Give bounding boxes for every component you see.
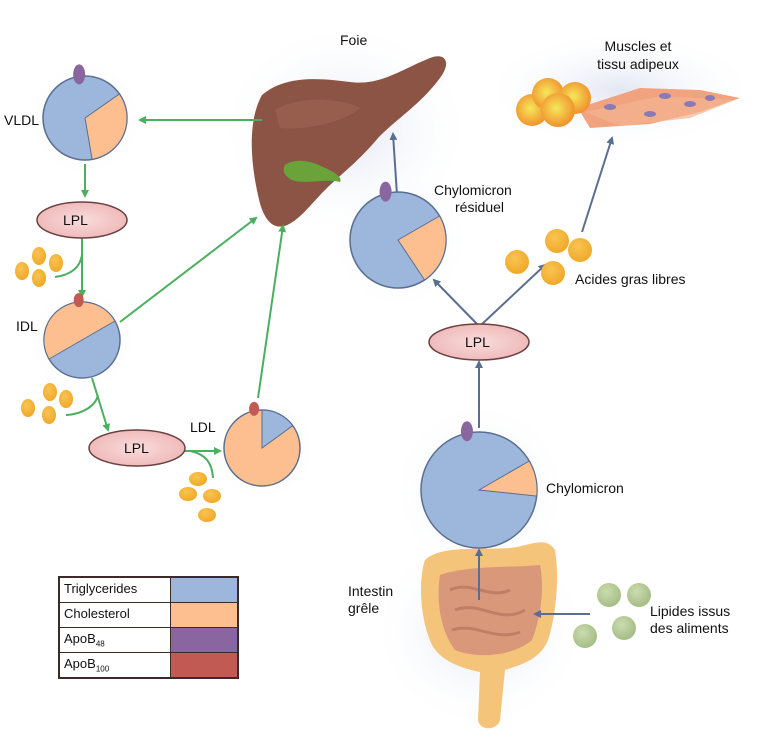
legend-swatch-cholesterol — [170, 602, 239, 628]
lpl-enzyme — [36, 201, 128, 239]
legend-swatch-apob48 — [170, 627, 239, 653]
label-acides-gras-libres: Acides gras libres — [575, 271, 686, 287]
legend-label: Triglycerides — [58, 576, 171, 603]
particle-chylomicron-r-siduel — [349, 181, 447, 289]
legend-label: ApoB48 — [58, 627, 171, 653]
cholesterol-wedge — [477, 460, 538, 497]
label-chylomicron: Chylomicron — [546, 480, 624, 496]
legend-row: Triglycerides — [58, 576, 239, 603]
particle-chylomicron — [420, 421, 538, 549]
lpl-enzyme — [428, 323, 530, 361]
particle-idl — [43, 293, 121, 379]
label-muscles-line1: Muscles et — [604, 38, 672, 54]
legend-row: ApoB100 — [58, 652, 239, 679]
label-lpl-2: LPL — [124, 440, 149, 456]
muscle-adipose-illustration — [516, 78, 740, 128]
label-foie: Foie — [340, 32, 368, 48]
label-intestin-line1: Intestin — [348, 583, 394, 599]
legend-label: ApoB100 — [58, 652, 171, 679]
label-lpl-3: LPL — [465, 334, 490, 350]
cholesterol-wedge — [43, 301, 116, 360]
particle-vldl — [42, 64, 128, 161]
endogenous-pathway-arrows — [54, 116, 287, 479]
label-chylomicron-residuel-line1: Chylomicron — [434, 182, 512, 198]
apob48-protein — [460, 421, 473, 442]
label-muscles-line2: tissu adipeux — [597, 56, 679, 72]
liver-illustration — [251, 56, 447, 227]
lipoprotein-particles — [42, 64, 538, 549]
apob48-protein — [379, 181, 392, 202]
legend: Triglycerides Cholesterol ApoB48 ApoB100 — [58, 576, 239, 679]
label-chylomicron-residuel-line2: résiduel — [455, 199, 505, 215]
particle-ldl — [223, 401, 301, 487]
lpl-enzyme — [88, 429, 186, 467]
label-idl: IDL — [16, 318, 38, 334]
label-lipides-line1: Lipides issus — [650, 603, 731, 619]
label-intestin-line2: grêle — [348, 600, 380, 616]
legend-row: Cholesterol — [58, 602, 239, 628]
dietary-lipid-droplets — [573, 583, 651, 648]
label-lpl-1: LPL — [63, 212, 88, 228]
label-lipides-line2: des aliments — [650, 620, 729, 636]
legend-row: ApoB48 — [58, 627, 239, 653]
cholesterol-wedge — [84, 93, 128, 160]
label-ldl: LDL — [190, 419, 216, 435]
legend-swatch-apob100 — [170, 652, 239, 679]
label-vldl: VLDL — [4, 112, 40, 128]
legend-swatch-triglycerides — [170, 576, 239, 603]
apob100-protein — [73, 293, 84, 308]
fatty-acid-clusters — [15, 229, 592, 522]
apob48-protein — [73, 64, 86, 85]
lpl-enzymes — [36, 201, 530, 467]
legend-label: Cholesterol — [58, 602, 171, 628]
triglyceride-wedge — [261, 409, 294, 449]
exogenous-pathway-arrows — [389, 132, 614, 618]
apob100-protein — [249, 401, 260, 416]
cholesterol-wedge — [397, 215, 447, 281]
